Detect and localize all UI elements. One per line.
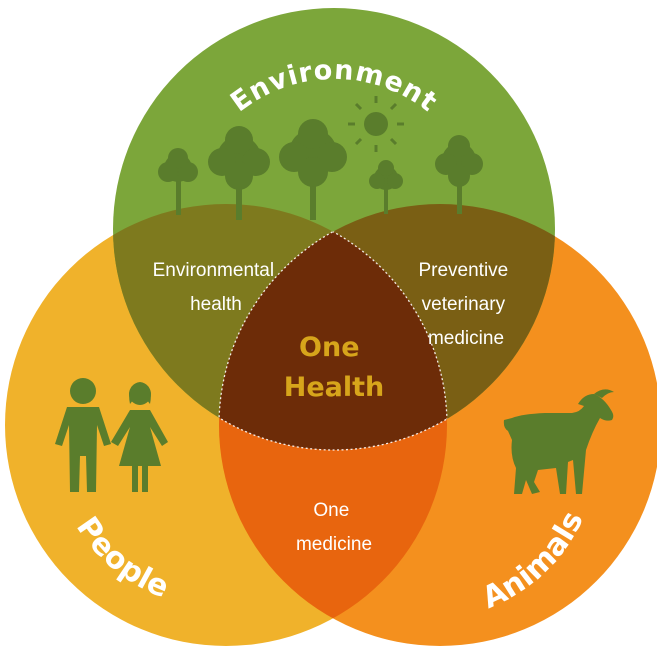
preventive-veterinary-medicine-label: Preventive veterinary medicine: [418, 260, 513, 349]
people-icon: [55, 378, 168, 492]
tree-icon: [435, 135, 483, 214]
environmental-health-label: Environmental health: [153, 260, 280, 315]
tree-icon: [208, 126, 270, 220]
goat-icon: [503, 389, 614, 494]
one-medicine-label: One medicine: [296, 500, 372, 555]
tree-icon: [369, 160, 403, 214]
sun-icon: [348, 96, 404, 152]
tree-icon: [279, 119, 347, 220]
one-health-label: One Health: [284, 332, 385, 403]
tree-icon: [158, 148, 198, 215]
